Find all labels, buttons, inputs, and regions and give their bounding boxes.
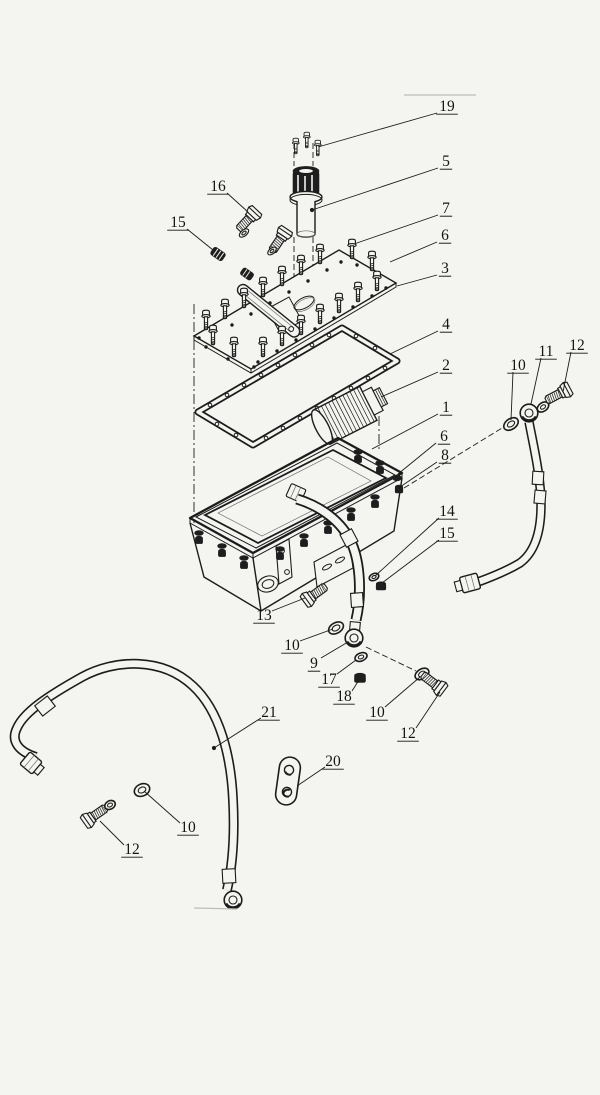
drain-boss	[257, 575, 279, 593]
callout-2: 2	[380, 357, 453, 398]
stray-line-2	[193, 907, 238, 910]
callout-10b: 10	[366, 676, 421, 721]
washer-17	[354, 651, 368, 663]
callout-11: 11	[530, 343, 557, 405]
pin-15	[210, 246, 226, 262]
washer-10-return	[502, 416, 520, 432]
callout-label-6b: 6	[440, 428, 448, 445]
callout-label-7: 7	[442, 200, 450, 217]
callout-21: 21	[211, 704, 280, 751]
callout-label-10c: 10	[180, 819, 196, 836]
callout-label-12c: 12	[569, 337, 585, 354]
callout-13: 13	[253, 597, 306, 624]
callout-label-1: 1	[442, 399, 450, 416]
callout-5: 5	[309, 153, 453, 213]
callout-label-15b: 15	[439, 525, 455, 542]
callout-20: 20	[296, 753, 344, 787]
cap-bolts	[292, 131, 322, 157]
callout-16: 16	[207, 178, 249, 213]
callout-label-9: 9	[310, 655, 318, 672]
nut-8	[394, 484, 404, 494]
callout-14: 14	[374, 503, 458, 577]
return-banjo	[518, 402, 540, 424]
callout-label-18: 18	[336, 688, 352, 705]
pan-mount-plate	[313, 542, 354, 588]
long-hose	[9, 658, 244, 911]
callout-label-2: 2	[442, 357, 450, 374]
suction-banjo	[343, 627, 365, 649]
stray-lines	[193, 94, 476, 910]
callout-6b: 6	[397, 428, 451, 475]
callout-9: 9	[307, 641, 349, 672]
callout-label-5: 5	[442, 153, 450, 170]
callout-label-10a: 10	[284, 637, 300, 654]
callout-12c: 12	[562, 337, 588, 393]
callout-label-3: 3	[441, 260, 449, 277]
callout-10d: 10	[507, 357, 529, 421]
callout-6a: 6	[389, 227, 452, 263]
filler-cap	[289, 166, 323, 238]
callout-label-10d: 10	[510, 357, 526, 374]
nut-15	[375, 581, 387, 591]
return-hose-fitting	[453, 572, 482, 594]
callout-label-20: 20	[325, 753, 341, 770]
spacer-bracket	[274, 756, 302, 806]
callout-4: 4	[389, 316, 453, 355]
callout-15a: 15	[167, 214, 214, 251]
callouts: 1951671563421681415131091718101221201012…	[99, 98, 588, 858]
callout-label-21: 21	[261, 704, 277, 721]
callout-label-6a: 6	[441, 227, 449, 244]
washer-10-bottom	[133, 782, 151, 798]
pin-15-second	[240, 267, 254, 281]
pan-front-bracket	[275, 538, 293, 585]
callout-label-4: 4	[442, 316, 450, 333]
callout-label-10b: 10	[369, 704, 385, 721]
callout-label-19: 19	[439, 98, 455, 115]
return-hose	[453, 402, 547, 594]
bolt-16	[232, 203, 264, 238]
callout-8: 8	[399, 447, 452, 488]
long-hose-banjo	[222, 889, 244, 911]
callout-label-12b: 12	[124, 841, 140, 858]
callout-label-12a: 12	[400, 725, 416, 742]
filter-element	[310, 385, 389, 445]
nut-18	[354, 672, 366, 683]
callout-label-11: 11	[539, 343, 554, 360]
long-hose-fitting	[19, 751, 45, 776]
callout-label-17: 17	[321, 671, 337, 688]
callout-7: 7	[353, 200, 453, 245]
callout-12a: 12	[397, 691, 441, 742]
callout-12b: 12	[99, 820, 143, 858]
callout-18: 18	[333, 679, 360, 705]
drain-bolt-13	[298, 579, 332, 610]
oil-pan	[188, 436, 404, 612]
callout-17: 17	[318, 659, 357, 688]
callout-10c: 10	[143, 790, 199, 836]
callout-label-16: 16	[210, 178, 226, 195]
callout-label-13: 13	[256, 607, 272, 624]
callout-label-15a: 15	[170, 214, 186, 231]
suction-hose	[285, 483, 365, 649]
callout-19: 19	[317, 98, 458, 148]
washer-6	[392, 474, 402, 482]
callout-10a: 10	[281, 628, 334, 654]
callout-3: 3	[396, 260, 452, 287]
callout-label-8: 8	[441, 447, 449, 464]
callout-15b: 15	[381, 525, 458, 584]
washer-small-bottom	[103, 799, 117, 811]
callout-1: 1	[371, 399, 453, 450]
loose-bolt	[264, 223, 295, 257]
callout-label-14: 14	[439, 503, 455, 520]
washer-10-suction	[327, 621, 345, 635]
